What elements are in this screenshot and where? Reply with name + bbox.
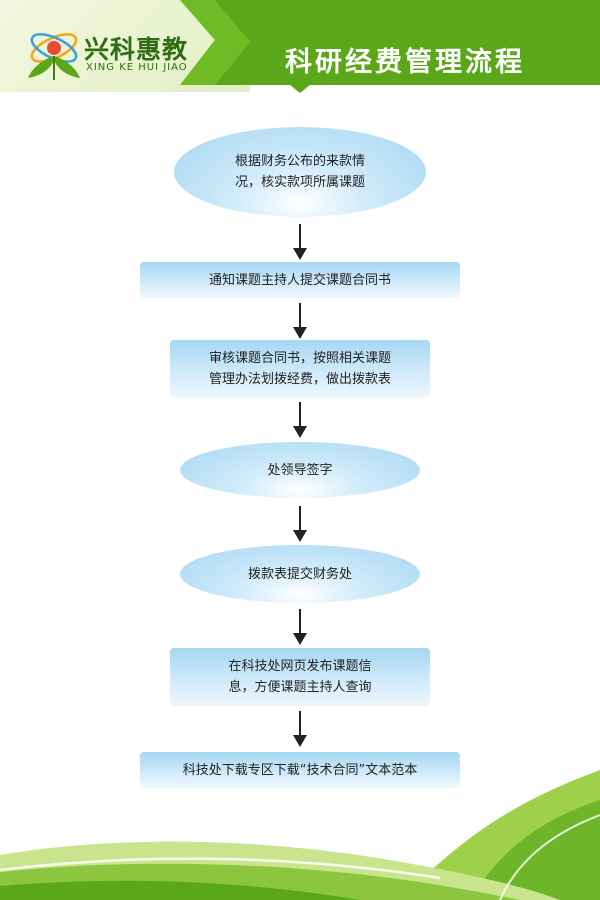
step-2-line-1: 通知课题主持人提交课题合同书 xyxy=(208,272,391,288)
brand-name: 兴科惠教 xyxy=(84,35,189,64)
step-3: 审核课题合同书，按照相关课题 管理办法划拨经费，做出拨款表 xyxy=(170,340,430,398)
step-2: 通知课题主持人提交课题合同书 xyxy=(140,262,460,298)
arrow-down-icon xyxy=(293,402,307,438)
arrow-down-icon xyxy=(293,224,307,260)
step-7: 科技处下载专区下载“技术合同”文本范本 xyxy=(140,752,460,788)
step-4-line-1: 处领导签字 xyxy=(267,462,333,478)
step-6-line-1: 在科技处网页发布课题信 xyxy=(228,659,372,674)
arrow-down-icon xyxy=(293,609,307,645)
arrow-down-icon xyxy=(293,711,307,747)
page-title: 科研经费管理流程 xyxy=(285,47,525,78)
footer-decoration xyxy=(0,770,600,900)
step-1: 根据财务公布的来款情 况，核实款项所属课题 xyxy=(174,127,426,217)
step-1-line-1: 根据财务公布的来款情 xyxy=(234,154,365,169)
step-4: 处领导签字 xyxy=(180,442,420,498)
arrow-down-icon xyxy=(293,506,307,542)
header-banner xyxy=(180,0,600,93)
step-5: 拨款表提交财务处 xyxy=(180,545,420,603)
step-3-line-1: 审核课题合同书，按照相关课题 xyxy=(208,351,391,366)
arrow-down-icon xyxy=(293,303,307,339)
step-6-line-2: 息，方便课题主持人查询 xyxy=(228,680,372,695)
step-1-line-2: 况，核实款项所属课题 xyxy=(234,175,365,190)
brand-name-en: XING KE HUI JIAO xyxy=(86,62,188,73)
step-3-line-2: 管理办法划拨经费，做出拨款表 xyxy=(208,372,391,387)
step-5-line-1: 拨款表提交财务处 xyxy=(247,566,352,582)
step-6: 在科技处网页发布课题信 息，方便课题主持人查询 xyxy=(170,648,430,706)
logo-icon xyxy=(28,33,80,80)
step-7-line-1: 科技处下载专区下载“技术合同”文本范本 xyxy=(182,762,418,778)
